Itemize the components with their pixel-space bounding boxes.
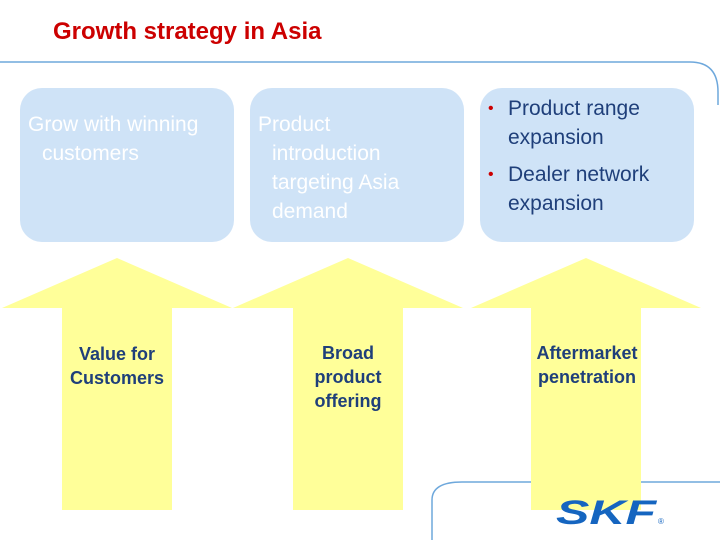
- up-arrow-shape: [2, 258, 232, 510]
- up-arrow-shape: [471, 258, 701, 510]
- strategy-box-grow-line2: customers: [42, 142, 139, 165]
- arrow-label-value: Value for Customers: [58, 342, 176, 390]
- bullet-line1: Product range: [508, 97, 640, 120]
- strategy-box-product-line3: targeting Asia: [272, 171, 400, 194]
- registered-mark: ®: [658, 517, 664, 526]
- strategy-box-product-line1: Product: [258, 113, 331, 136]
- bullet-item: • Product range expansion: [488, 94, 688, 152]
- arrow-label-line: Customers: [69, 368, 165, 388]
- frame-bottom-line: [431, 481, 720, 540]
- arrow-label-line: Broad: [321, 343, 374, 363]
- strategy-box-product: Product introduction targeting Asia dema…: [250, 88, 464, 242]
- bullet-line1: Dealer network: [508, 163, 650, 186]
- strategy-box-grow-text: Grow with winning customers: [28, 110, 234, 168]
- page-title: Growth strategy in Asia: [53, 18, 322, 45]
- arrow-label-line: product: [314, 367, 382, 387]
- strategy-box-grow-line1: Grow with winning: [28, 113, 199, 136]
- arrow-label-offering: Broad product offering: [298, 341, 398, 413]
- bullet-line2: expansion: [508, 126, 604, 149]
- arrow-label-line: Aftermarket: [536, 343, 638, 363]
- strategy-box-product-line4: demand: [272, 200, 348, 223]
- bullet-dot-icon: •: [488, 100, 494, 117]
- arrow-label-line: penetration: [537, 367, 636, 387]
- frame-top-line: [0, 61, 719, 105]
- strategy-box-product-text: Product introduction targeting Asia dema…: [258, 110, 458, 226]
- arrow-label-line: Value for: [78, 344, 156, 364]
- strategy-box-expansion: • Product range expansion • Dealer netwo…: [480, 88, 694, 242]
- arrow-label-line: offering: [314, 391, 382, 411]
- bullet-item: • Dealer network expansion: [488, 160, 688, 218]
- skf-logo-text: SKF: [556, 496, 658, 526]
- up-arrow-shape: [233, 258, 463, 510]
- bullet-dot-icon: •: [488, 166, 494, 183]
- strategy-box-product-line2: introduction: [272, 142, 381, 165]
- skf-logo: SKF ®: [556, 496, 664, 526]
- expansion-bullet-list: • Product range expansion • Dealer netwo…: [488, 94, 688, 226]
- strategy-box-grow: Grow with winning customers: [20, 88, 234, 242]
- bullet-line2: expansion: [508, 192, 604, 215]
- arrow-label-aftermarket: Aftermarket penetration: [520, 341, 654, 389]
